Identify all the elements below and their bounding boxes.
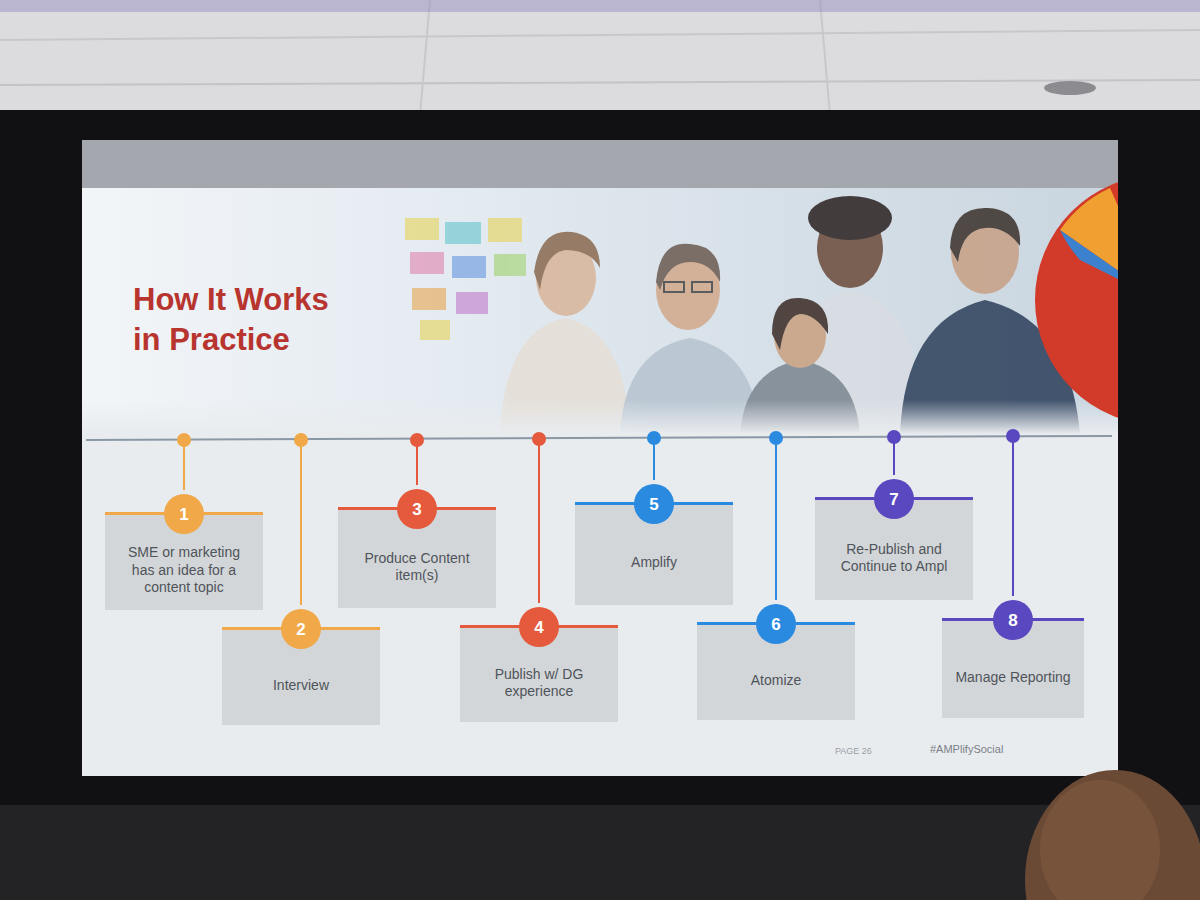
step-box: 8Manage Reporting	[942, 618, 1084, 718]
step-label: Re-Publish and Continue to Ampl	[825, 541, 963, 576]
slide-title: How It Works in Practice	[133, 280, 338, 359]
step-box: 6Atomize	[697, 622, 855, 720]
step-label: SME or marketing has an idea for a conte…	[115, 544, 253, 597]
step-box: 5Amplify	[575, 502, 733, 605]
people-photo	[500, 196, 1080, 434]
step-circle: 3	[397, 489, 437, 529]
step-circle: 8	[993, 600, 1033, 640]
step-box: 2Interview	[222, 627, 380, 725]
step-label: Interview	[273, 677, 329, 695]
step-label: Manage Reporting	[955, 669, 1070, 687]
step-number: 2	[296, 621, 305, 638]
step-number: 1	[179, 506, 188, 523]
step-number: 4	[534, 619, 543, 636]
timeline-line	[86, 436, 1112, 440]
step-circle: 4	[519, 607, 559, 647]
step-circle: 6	[756, 604, 796, 644]
step-circle: 7	[874, 479, 914, 519]
step-circle: 1	[164, 494, 204, 534]
step-box: 4Publish w/ DG experience	[460, 625, 618, 722]
room-floor	[0, 805, 1200, 900]
sticky-notes	[405, 218, 526, 340]
step-box: 1SME or marketing has an idea for a cont…	[105, 512, 263, 610]
step-box: 3Produce Content item(s)	[338, 507, 496, 608]
footer-label: PAGE 26	[835, 746, 872, 756]
step-number: 5	[649, 496, 658, 513]
step-label: Amplify	[631, 554, 677, 572]
step-circle: 5	[634, 484, 674, 524]
step-label: Atomize	[751, 672, 802, 690]
step-label: Publish w/ DG experience	[470, 666, 608, 701]
footer-label: #AMPlifySocial	[930, 743, 1003, 755]
step-box: 7Re-Publish and Continue to Ampl	[815, 497, 973, 600]
step-label: Produce Content item(s)	[348, 550, 486, 585]
step-number: 7	[889, 491, 898, 508]
timeline-dots	[177, 429, 1020, 447]
slide	[82, 140, 1118, 776]
step-number: 6	[771, 616, 780, 633]
audience-head	[1025, 770, 1200, 900]
timeline-stems	[184, 436, 1013, 605]
screen-frame	[0, 110, 1200, 810]
step-number: 3	[412, 501, 421, 518]
step-number: 8	[1008, 612, 1017, 629]
corner-arc	[1035, 175, 1118, 425]
step-circle: 2	[281, 609, 321, 649]
ceiling	[0, 0, 1200, 115]
